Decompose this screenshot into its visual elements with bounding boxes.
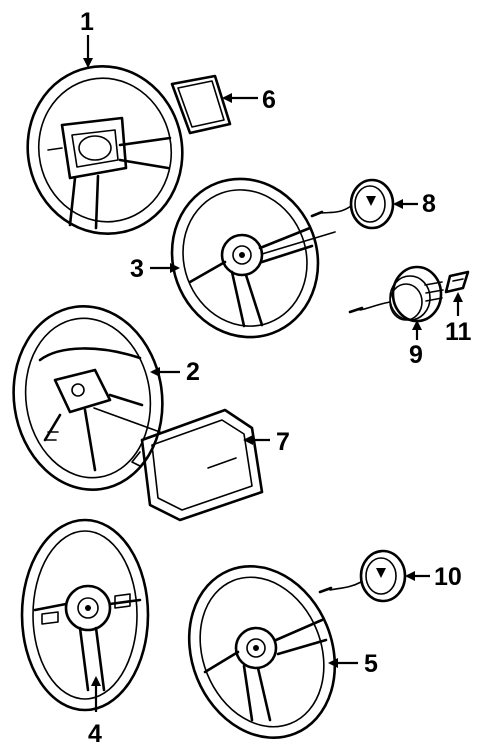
callout-label-8: 8 — [422, 190, 436, 218]
part-4-steering-wheel — [20, 518, 150, 712]
callout-label-6: 6 — [262, 86, 276, 114]
callout-labels: 1 2 3 4 5 6 7 8 9 10 11 — [80, 8, 472, 748]
part-9-horn-contact — [348, 265, 444, 323]
part-7-airbag-module — [131, 408, 264, 522]
part-11-clip — [444, 270, 470, 294]
part-8-horn-cap — [310, 178, 395, 230]
callout-label-2: 2 — [186, 358, 200, 386]
part-10-horn-cap — [318, 549, 407, 603]
callout-label-11: 11 — [445, 318, 472, 346]
part-2-steering-wheel — [12, 305, 164, 491]
callout-label-4: 4 — [88, 720, 102, 748]
callout-arrows — [83, 35, 463, 712]
part-1-steering-wheel — [26, 64, 184, 236]
callout-label-7: 7 — [276, 428, 290, 456]
part-3-steering-wheel — [170, 177, 336, 339]
part-5-steering-wheel — [187, 564, 337, 740]
callout-label-9: 9 — [409, 341, 423, 369]
part-6-pad — [170, 74, 232, 135]
callout-label-1: 1 — [80, 8, 94, 36]
callout-label-3: 3 — [130, 255, 144, 283]
callout-label-5: 5 — [364, 650, 378, 678]
callout-label-10: 10 — [434, 563, 462, 591]
